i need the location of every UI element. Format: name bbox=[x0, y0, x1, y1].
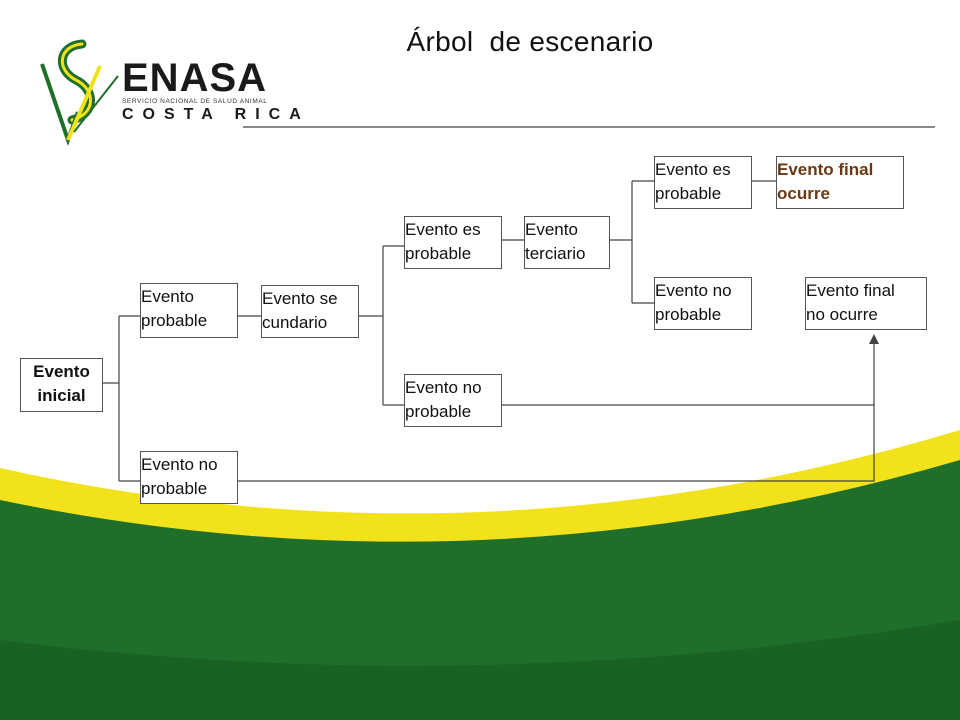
green-band-shade bbox=[0, 620, 960, 720]
logo-tagline: SERVICIO NACIONAL DE SALUD ANIMAL bbox=[122, 98, 268, 105]
node-probable-event-3: Evento es probable bbox=[654, 156, 752, 209]
node-not-probable-event-2: Evento no probable bbox=[404, 374, 502, 427]
senasa-logo: ENASA SERVICIO NACIONAL DE SALUD ANIMAL … bbox=[38, 36, 301, 148]
title-divider bbox=[243, 126, 935, 128]
node-probable-event-2: Evento es probable bbox=[404, 216, 502, 269]
node-tertiary-event: Evento terciario bbox=[524, 216, 610, 269]
node-secondary-event: Evento se cundario bbox=[261, 285, 359, 338]
node-initial-event: Evento inicial bbox=[20, 358, 103, 412]
connector-secondary bbox=[359, 245, 404, 406]
arrowhead-up bbox=[869, 334, 879, 344]
logo-country: COSTA RICA bbox=[122, 106, 310, 123]
node-final-event-not-occurs: Evento final no ocurre bbox=[805, 277, 927, 330]
connector-initial bbox=[103, 315, 140, 482]
connector-tertiary bbox=[610, 180, 654, 304]
slide-title: Árbol de escenario bbox=[406, 26, 654, 57]
node-probable-event: Evento probable bbox=[140, 283, 238, 338]
logo-wordmark: ENASA bbox=[122, 56, 268, 100]
node-not-probable-event-3: Evento no probable bbox=[654, 277, 752, 330]
node-not-probable-event: Evento no probable bbox=[140, 451, 238, 504]
node-final-event-occurs: Evento final ocurre bbox=[776, 156, 904, 209]
connector-not-probable-1 bbox=[238, 342, 875, 482]
